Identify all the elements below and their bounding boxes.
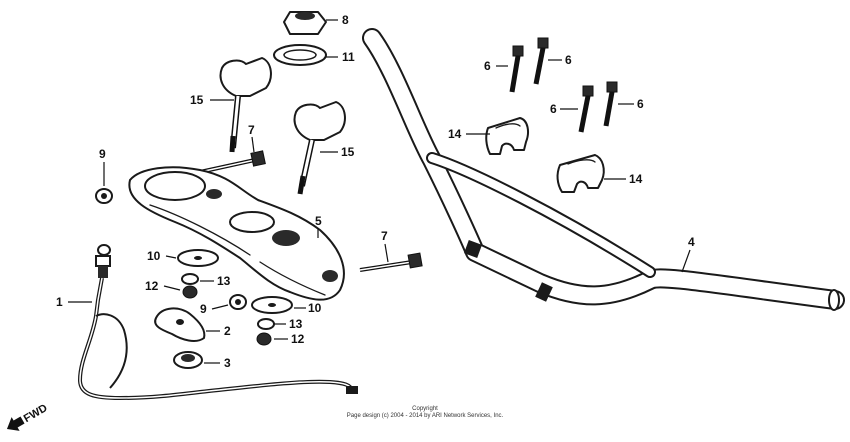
callout-2: 2 bbox=[224, 324, 231, 338]
callout-6-a: 6 bbox=[484, 59, 491, 73]
callout-12-left: 12 bbox=[145, 279, 159, 293]
washer-13-left bbox=[181, 273, 199, 285]
washer-10-left bbox=[177, 249, 219, 267]
washer-10-right bbox=[251, 296, 293, 314]
lower-holder-left bbox=[219, 57, 272, 153]
bolt-7-upper bbox=[199, 150, 266, 174]
choke-cable bbox=[77, 244, 358, 401]
upper-holder-left bbox=[485, 117, 529, 155]
lower-holder-right bbox=[293, 101, 346, 195]
upper-holder-right bbox=[556, 154, 605, 193]
cable-holder bbox=[154, 307, 206, 342]
copyright-line: Copyright bbox=[412, 406, 438, 412]
callout-14-left: 14 bbox=[448, 127, 462, 141]
handlebar bbox=[362, 28, 845, 311]
nut-9-left bbox=[95, 188, 113, 204]
callout-15-right: 15 bbox=[341, 145, 355, 159]
steering-stem-nut bbox=[283, 11, 327, 35]
callout-15-left: 15 bbox=[190, 93, 204, 107]
bolt-7-lower bbox=[359, 252, 423, 272]
bolt-6-a bbox=[509, 45, 524, 93]
top-bridge bbox=[128, 166, 345, 301]
callout-11: 11 bbox=[342, 50, 355, 64]
callout-6-b: 6 bbox=[565, 53, 572, 67]
nut-12-right bbox=[256, 332, 272, 346]
washer bbox=[273, 44, 327, 66]
callout-14-right: 14 bbox=[629, 172, 643, 186]
bolt-6-d bbox=[603, 81, 618, 127]
callout-4: 4 bbox=[688, 235, 695, 249]
nut-12-left bbox=[182, 285, 198, 299]
callout-8: 8 bbox=[342, 13, 349, 27]
callouts: 8 11 15 15 7 9 5 7 4 6 6 6 6 14 14 10 13… bbox=[56, 13, 695, 370]
washer-13-right bbox=[257, 318, 275, 330]
callout-6-c: 6 bbox=[550, 102, 557, 116]
callout-7-upper: 7 bbox=[248, 123, 255, 137]
leader-lines bbox=[68, 19, 691, 364]
bolt-6-c bbox=[578, 85, 594, 133]
callout-5: 5 bbox=[315, 214, 322, 228]
callout-12-right: 12 bbox=[291, 332, 305, 346]
fwd-arrow-icon bbox=[6, 416, 25, 431]
callout-9-left: 9 bbox=[99, 147, 106, 161]
callout-10-left: 10 bbox=[147, 249, 161, 263]
nut-9-center bbox=[229, 294, 247, 310]
callout-10-right: 10 bbox=[308, 301, 322, 315]
callout-6-d: 6 bbox=[637, 97, 644, 111]
callout-3: 3 bbox=[224, 356, 231, 370]
grommet bbox=[173, 351, 203, 369]
callout-7-lower: 7 bbox=[381, 229, 388, 243]
page-design-credit: Page design (c) 2004 - 2014 by ARI Netwo… bbox=[346, 413, 504, 419]
callout-13-right: 13 bbox=[289, 317, 303, 331]
bolt-6-b bbox=[533, 37, 549, 85]
callout-1: 1 bbox=[56, 295, 63, 309]
callout-9-center: 9 bbox=[200, 302, 207, 316]
callout-13-left: 13 bbox=[217, 274, 231, 288]
